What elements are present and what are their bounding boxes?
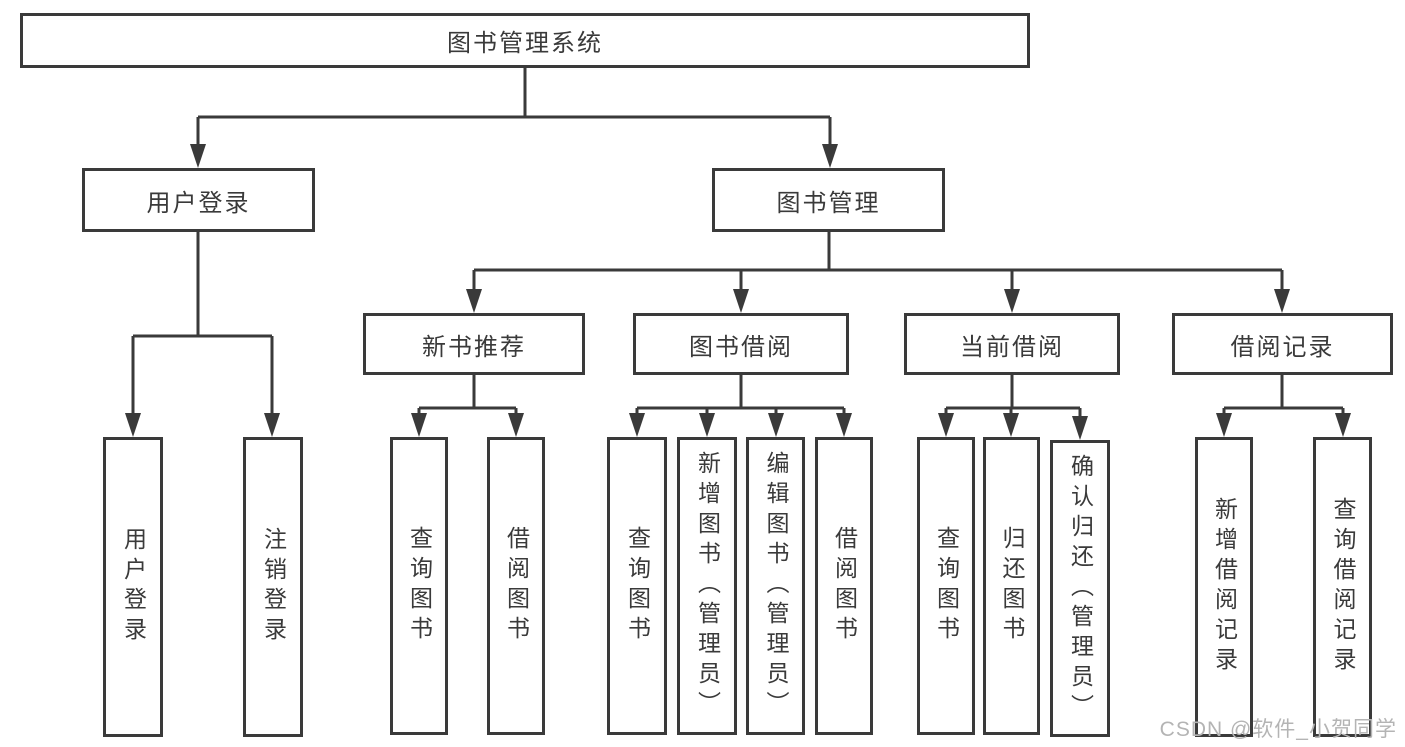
leaf-borrow-books: 借阅图书 <box>815 437 873 735</box>
leaf-return-books: 归还图书 <box>983 437 1040 735</box>
node-current-borrow: 当前借阅 <box>904 313 1120 375</box>
leaf-recommend-borrow-books: 借阅图书 <box>487 437 545 735</box>
leaf-query-borrow-record: 查询借阅记录 <box>1313 437 1372 737</box>
leaf-confirm-return-admin: 确认归还（管理员） <box>1050 440 1110 737</box>
leaf-add-books-admin: 新增图书（管理员） <box>677 437 737 735</box>
leaf-edit-books-admin: 编辑图书（管理员） <box>746 437 805 735</box>
leaf-add-borrow-record: 新增借阅记录 <box>1195 437 1253 737</box>
node-borrow-records: 借阅记录 <box>1172 313 1393 375</box>
leaf-recommend-query-books: 查询图书 <box>390 437 448 735</box>
node-new-book-recommend: 新书推荐 <box>363 313 585 375</box>
leaf-borrow-query-books: 查询图书 <box>607 437 667 735</box>
node-book-borrow: 图书借阅 <box>633 313 849 375</box>
csdn-watermark: CSDN @软件_小贺同学 <box>1159 718 1397 741</box>
leaf-user-login: 用户登录 <box>103 437 163 737</box>
leaf-current-query-books: 查询图书 <box>917 437 975 735</box>
node-user-login: 用户登录 <box>82 168 315 232</box>
node-library-system: 图书管理系统 <box>20 13 1030 68</box>
node-book-management: 图书管理 <box>712 168 945 232</box>
leaf-logout: 注销登录 <box>243 437 303 737</box>
